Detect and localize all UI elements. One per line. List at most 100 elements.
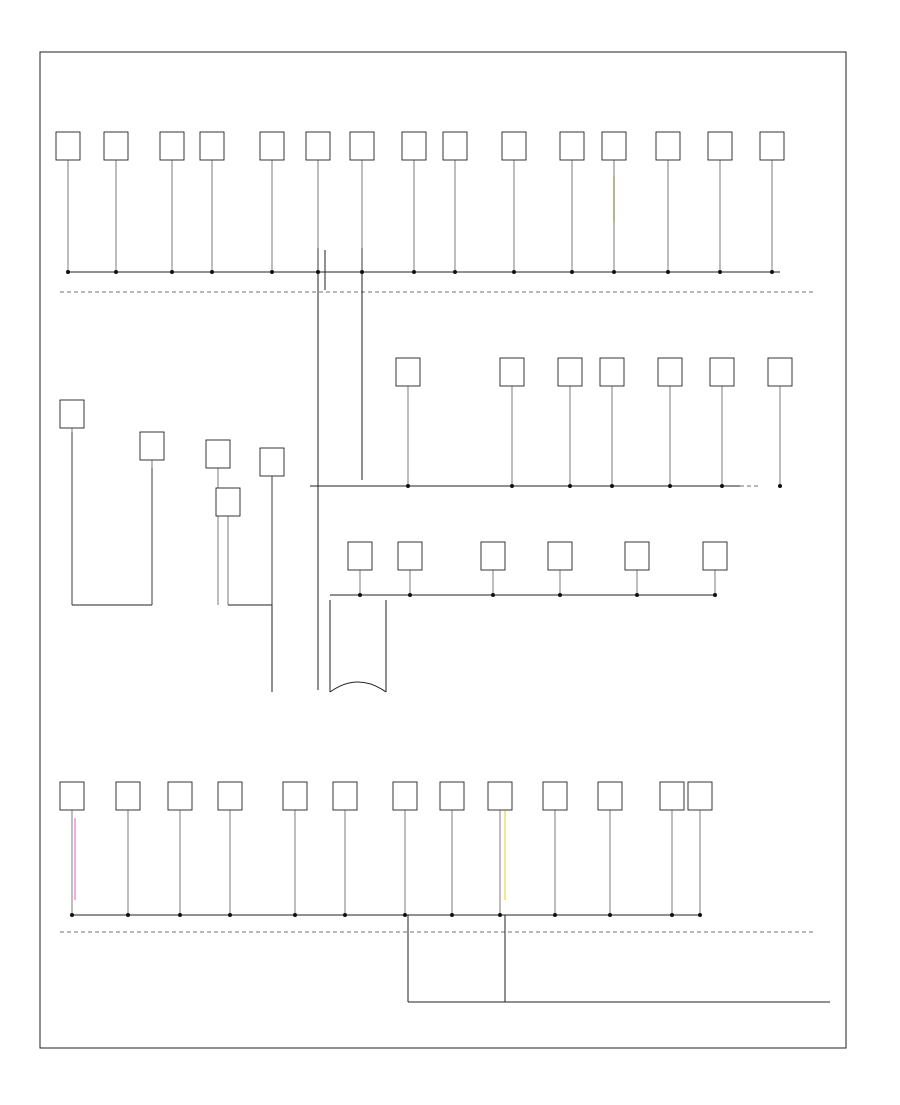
splice-dot	[553, 913, 557, 917]
mid_components-component	[557, 357, 583, 488]
connector-box	[259, 447, 285, 477]
connector-box	[59, 781, 85, 811]
connector-box	[547, 541, 573, 571]
row2_components-component	[480, 541, 506, 597]
connector-box	[115, 781, 141, 811]
left_components-component	[205, 439, 231, 605]
bottom_components-component	[439, 781, 465, 917]
splice-dot	[270, 270, 274, 274]
bottom_components-component	[487, 781, 513, 917]
splice-dot	[360, 270, 364, 274]
connector-box	[557, 357, 583, 387]
connector-box	[487, 781, 513, 811]
splice-dot	[778, 484, 782, 488]
connector-box	[624, 541, 650, 571]
left_components-component	[215, 487, 241, 605]
splice-dot	[66, 270, 70, 274]
splice-dot	[114, 270, 118, 274]
row2_components-component	[347, 541, 373, 597]
connector-box	[480, 541, 506, 571]
connector-box	[601, 131, 627, 161]
connector-box	[439, 781, 465, 811]
top_components-component	[159, 131, 185, 274]
splice-dot	[770, 270, 774, 274]
connector-box	[599, 357, 625, 387]
left_components-component	[259, 447, 285, 605]
top_components-component	[759, 131, 785, 274]
splice-dot	[491, 593, 495, 597]
connector-box	[499, 357, 525, 387]
connector-box	[215, 487, 241, 517]
splice-dot	[126, 913, 130, 917]
connector-box	[397, 541, 423, 571]
bottom_components-component	[392, 781, 418, 917]
connector-box	[401, 131, 427, 161]
splice-dot	[635, 593, 639, 597]
splice-dot	[570, 270, 574, 274]
top_components-component	[559, 131, 585, 274]
splice-dot	[412, 270, 416, 274]
top_components-component	[55, 131, 81, 274]
connector-box	[709, 357, 735, 387]
splice-dot	[358, 593, 362, 597]
splice-dot	[510, 484, 514, 488]
connector-box	[159, 131, 185, 161]
mid_components-component	[599, 357, 625, 488]
connector-box	[349, 131, 375, 161]
splice-dot	[568, 484, 572, 488]
mid_components-component	[657, 357, 683, 488]
splice-dot	[512, 270, 516, 274]
bottom_components-component	[217, 781, 243, 917]
connector-box	[347, 541, 373, 571]
top_components-component	[349, 131, 375, 274]
splice-dot	[178, 913, 182, 917]
diagram-frame	[39, 51, 847, 1049]
row2_components-component	[397, 541, 423, 597]
connector-box	[55, 131, 81, 161]
connector-box	[559, 131, 585, 161]
left_components-component	[139, 431, 165, 605]
splice-dot	[450, 913, 454, 917]
splice-dot	[713, 593, 717, 597]
mid_components-component	[767, 357, 793, 488]
bottom_components-component	[597, 781, 623, 917]
splice-dot	[612, 270, 616, 274]
connector-box	[392, 781, 418, 811]
splice-dot	[408, 593, 412, 597]
components-layer	[55, 131, 793, 917]
connector-box	[501, 131, 527, 161]
loop-connector	[329, 681, 387, 693]
bottom_components-component	[542, 781, 568, 917]
connector-box	[702, 541, 728, 571]
connector-box	[442, 131, 468, 161]
splice-dot	[558, 593, 562, 597]
row2_components-component	[624, 541, 650, 597]
connector-box	[659, 781, 685, 811]
splice-dot	[666, 270, 670, 274]
connector-box	[707, 131, 733, 161]
splice-dot	[316, 270, 320, 274]
bottom_components-component	[167, 781, 193, 917]
splice-dot	[718, 270, 722, 274]
connector-box	[199, 131, 225, 161]
splice-dot	[210, 270, 214, 274]
connector-box	[59, 399, 85, 429]
splice-dot	[293, 913, 297, 917]
top_components-component	[707, 131, 733, 274]
bottom_components-component	[659, 781, 685, 917]
connector-box	[167, 781, 193, 811]
bottom_components-component	[332, 781, 358, 917]
connector-box	[217, 781, 243, 811]
mid_components-component	[395, 357, 421, 488]
top_components-component	[601, 131, 627, 274]
splice-dot	[70, 913, 74, 917]
connector-box	[687, 781, 713, 811]
connector-box	[395, 357, 421, 387]
bottom_components-component	[115, 781, 141, 917]
connector-box	[205, 439, 231, 469]
splice-dot	[403, 913, 407, 917]
splice-dot	[228, 913, 232, 917]
splice-dot	[670, 913, 674, 917]
